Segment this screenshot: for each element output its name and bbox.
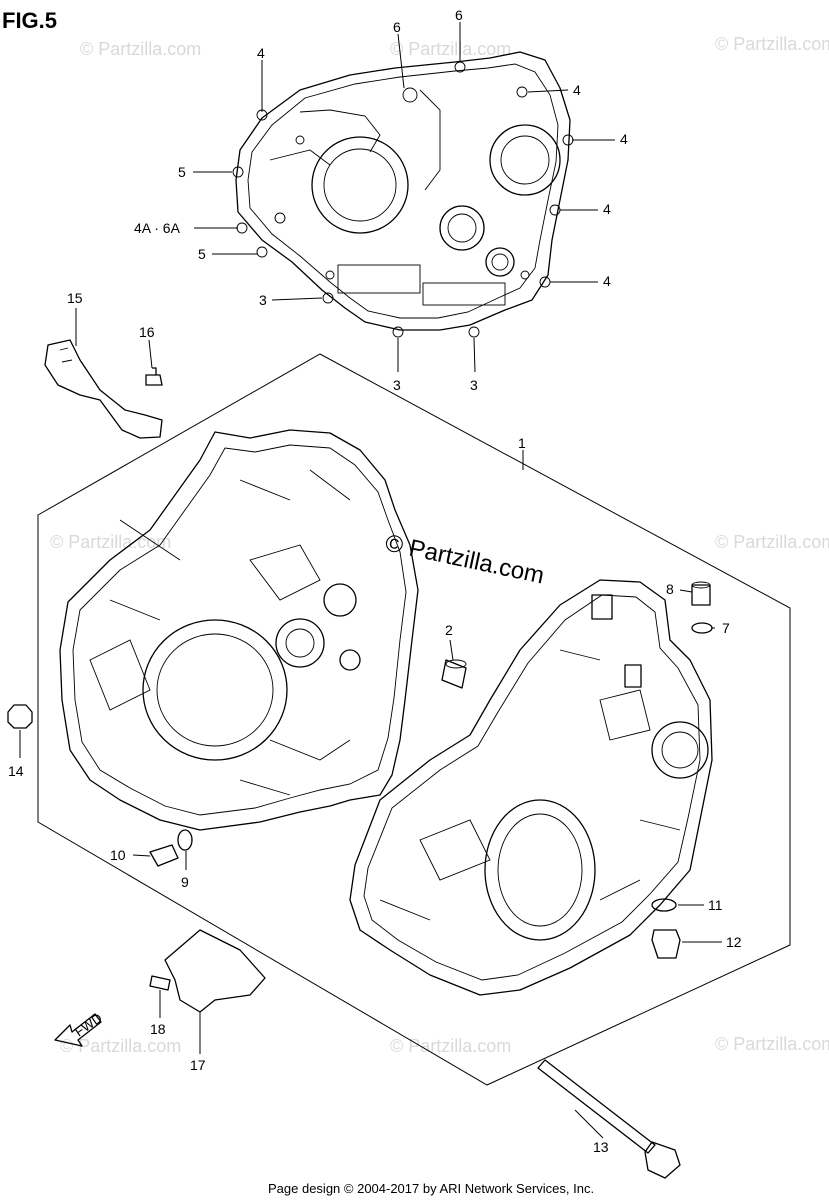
callout-2: 2 — [445, 622, 453, 638]
callout-5: 5 — [178, 164, 186, 180]
watermark: © Partzilla.com — [60, 1036, 181, 1056]
callout-4: 4 — [573, 82, 581, 98]
callout-6: 6 — [393, 19, 401, 35]
callout-4a-6a: 4A · 6A — [134, 220, 181, 236]
callout-9: 9 — [181, 874, 189, 890]
callout-17: 17 — [190, 1057, 206, 1073]
callout-3: 3 — [470, 377, 478, 393]
assembly-frame — [37, 353, 791, 1086]
callout-16: 16 — [139, 324, 155, 340]
callout-8: 8 — [666, 581, 674, 597]
callout-14: 14 — [8, 763, 24, 779]
callout-labels: 6 6 4 4 4 4 4 5 4A · 6A 5 3 3 3 15 16 1 … — [8, 7, 742, 1155]
watermarks: © Partzilla.com © Partzilla.com © Partzi… — [50, 34, 829, 1056]
callout-15: 15 — [67, 290, 83, 306]
watermark: © Partzilla.com — [390, 39, 511, 59]
callout-5: 5 — [198, 246, 206, 262]
callout-4: 4 — [603, 201, 611, 217]
callout-12: 12 — [726, 934, 742, 950]
watermark: © Partzilla.com — [715, 1034, 829, 1054]
callout-4: 4 — [257, 45, 265, 61]
crankcase-gasket-drawing — [232, 51, 574, 338]
callout-13: 13 — [593, 1139, 609, 1155]
crankcase-right-drawing — [349, 579, 713, 996]
watermark: © Partzilla.com — [715, 532, 829, 552]
brand-watermark: © Partzilla.com — [383, 529, 547, 589]
figure-title: FIG.5 — [2, 8, 57, 33]
small-parts-drawing: FWD — [7, 339, 713, 1179]
watermark: © Partzilla.com — [80, 39, 201, 59]
callout-3: 3 — [259, 292, 267, 308]
callout-6: 6 — [455, 7, 463, 23]
watermark: © Partzilla.com — [390, 1036, 511, 1056]
callout-4: 4 — [620, 131, 628, 147]
leader-lines — [19, 22, 722, 1139]
callout-11: 11 — [708, 897, 723, 913]
callout-7: 7 — [722, 620, 730, 636]
callout-3: 3 — [393, 377, 401, 393]
callout-18: 18 — [150, 1021, 166, 1037]
callout-1: 1 — [518, 435, 526, 451]
callout-10: 10 — [110, 847, 126, 863]
watermark: © Partzilla.com — [715, 34, 829, 54]
footer-copyright: Page design © 2004-2017 by ARI Network S… — [268, 1181, 594, 1196]
callout-4: 4 — [603, 273, 611, 289]
crankcase-left-drawing — [59, 429, 419, 831]
